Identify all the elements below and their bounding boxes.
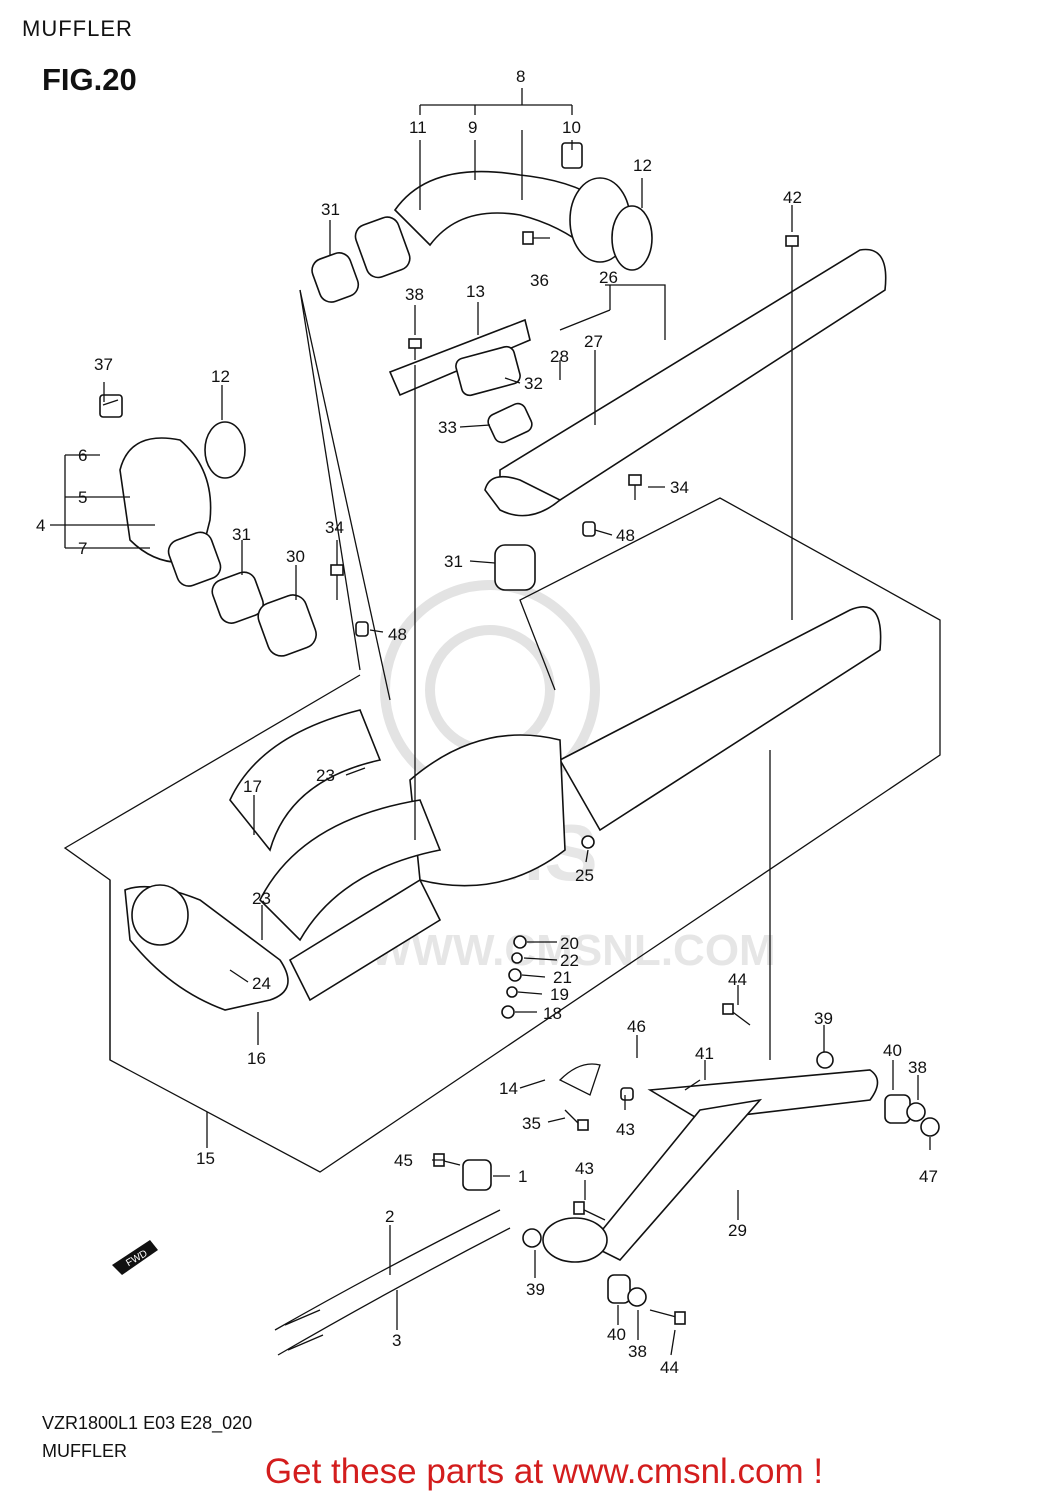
- callout-44-upper: 44: [728, 970, 747, 989]
- callout-12-left: 12: [211, 367, 230, 386]
- figure-number: FIG.20: [42, 62, 137, 97]
- callout-3: 3: [392, 1331, 401, 1350]
- callout-15: 15: [196, 1149, 215, 1168]
- callout-43-upper: 43: [616, 1120, 635, 1139]
- main-muffler-assembly: [124, 605, 882, 1011]
- callout-33: 33: [438, 418, 457, 437]
- callout-40-right: 40: [883, 1041, 902, 1060]
- callout-47: 47: [919, 1167, 938, 1186]
- callout-35-lower: 35: [522, 1114, 541, 1133]
- callout-34-left: 34: [325, 518, 344, 537]
- callout-31-upper: 31: [321, 200, 340, 219]
- callout-41: 41: [695, 1044, 714, 1063]
- callout-28: 28: [550, 347, 569, 366]
- callout-25: 25: [575, 866, 594, 885]
- callout-13: 13: [466, 282, 485, 301]
- callout-36: 37: [94, 355, 113, 374]
- callout-39-lower: 39: [526, 1280, 545, 1299]
- callout-39-right: 39: [814, 1009, 833, 1028]
- callout-27: 27: [584, 332, 603, 351]
- callout-43-lower: 43: [575, 1159, 594, 1178]
- stand-assembly: [462, 1051, 940, 1307]
- callout-45: 45: [394, 1151, 413, 1170]
- cables: [274, 1209, 511, 1356]
- callout-44-lower: 44: [660, 1358, 679, 1377]
- callout-16: 16: [247, 1049, 266, 1068]
- callout-21: 21: [553, 968, 572, 987]
- diagram-code: VZR1800L1 E03 E28_020: [42, 1413, 253, 1433]
- callout-29: 29: [728, 1221, 747, 1240]
- callout-6: 6: [78, 446, 87, 465]
- upper-exhaust-pipe: [311, 142, 653, 303]
- callout-9: 9: [468, 118, 477, 137]
- front-head-pipe: [99, 394, 317, 657]
- callout-32: 32: [524, 374, 543, 393]
- promo-link[interactable]: Get these parts at www.cmsnl.com !: [264, 1452, 824, 1491]
- callout-8: 8: [516, 67, 525, 86]
- callout-31-mid: 31: [444, 552, 463, 571]
- callout-20: 20: [560, 934, 579, 953]
- fwd-text: FWD: [124, 1248, 149, 1269]
- callout-23-lower: 23: [252, 889, 271, 908]
- callout-7: 7: [78, 539, 87, 558]
- page-header: MUFFLER: [22, 16, 133, 41]
- callout-42: 42: [783, 188, 802, 207]
- callout-46: 46: [627, 1017, 646, 1036]
- callout-35-upper: 36: [530, 271, 549, 290]
- callout-48-left: 48: [388, 625, 407, 644]
- diagram-name: MUFFLER: [42, 1441, 127, 1461]
- callout-labels: 8 11 9 10 12 31 42 36 26 38 13 27 28 37 …: [36, 67, 938, 1377]
- callout-38-lower: 38: [628, 1342, 647, 1361]
- callout-12-upper: 12: [633, 156, 652, 175]
- callout-40-lower: 40: [607, 1325, 626, 1344]
- callout-5: 5: [78, 488, 87, 507]
- callout-30: 30: [286, 547, 305, 566]
- callout-34-right: 34: [670, 478, 689, 497]
- callout-26: 26: [599, 268, 618, 287]
- callout-10: 10: [562, 118, 581, 137]
- callout-18: 18: [543, 1004, 562, 1023]
- callout-2: 2: [385, 1207, 394, 1226]
- callout-37: 38: [405, 285, 424, 304]
- watermark-url: WWW.CMSNL.COM: [370, 926, 776, 975]
- rear-muffler: [388, 248, 887, 591]
- callout-1: 1: [518, 1167, 527, 1186]
- leader-lines: [50, 88, 931, 1356]
- callout-24: 24: [252, 974, 271, 993]
- callout-14: 14: [499, 1079, 518, 1098]
- forward-direction-badge: FWD: [112, 1240, 158, 1275]
- callout-48-right: 48: [616, 526, 635, 545]
- frame-lines: [63, 289, 941, 1173]
- callout-4: 4: [36, 516, 45, 535]
- callout-11: 11: [409, 118, 427, 137]
- callout-31-left: 31: [232, 525, 251, 544]
- callout-17: 17: [243, 777, 262, 796]
- callout-23-upper: 23: [316, 766, 335, 785]
- callout-38-right: 38: [908, 1058, 927, 1077]
- callout-19: 19: [550, 985, 569, 1004]
- callout-22: 22: [560, 951, 579, 970]
